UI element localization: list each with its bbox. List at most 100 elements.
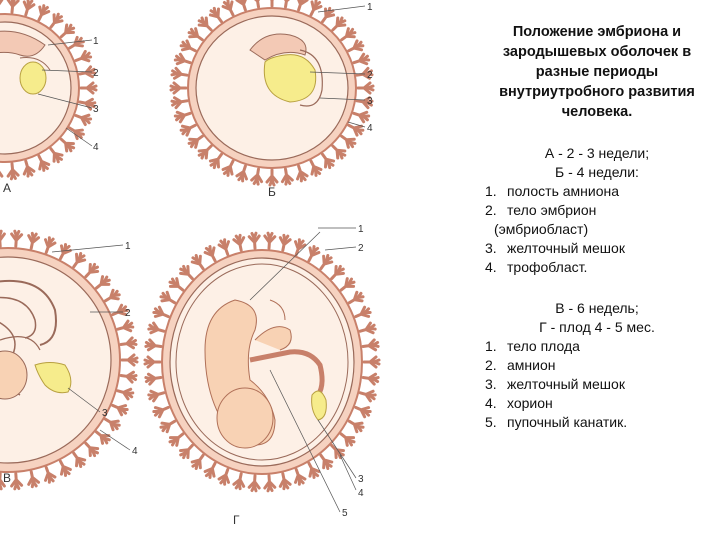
panel-v: 1 2 3 4 В [0,231,138,489]
chorionic-villus [116,320,133,334]
item-number: 2. [482,356,507,375]
chorionic-villus [352,53,369,67]
chorionic-villus [148,322,165,336]
chorionic-villus [172,68,188,80]
chorionic-villus [278,235,291,252]
chorionic-villus [122,355,137,365]
label-a-3: 3 [93,104,99,115]
chorionic-villus [264,475,275,491]
label-g-1: 1 [358,224,364,235]
chorionic-villus [364,357,379,367]
list-item: 4.хорион [482,394,712,413]
chorionic-villus [26,471,39,488]
chorionic-villus [21,160,35,177]
label-g-5: 5 [342,508,348,519]
section1-line-1: А - 2 - 3 недели; [482,144,712,163]
chorionic-villus [249,233,260,249]
chorionic-villus [233,473,246,490]
chorionic-villus [294,164,308,181]
label-g-3: 3 [358,474,364,485]
item-text: тело плода [507,337,580,356]
item-number: 3. [482,239,507,258]
item-number: 1. [482,337,507,356]
chorionic-villus [81,83,96,93]
chorionic-villus [358,83,373,93]
chorionic-villus [180,40,198,56]
item-text: (эмбриобласт) [494,220,588,239]
label-a-2: 2 [93,68,99,79]
list-item: 5.пупочный канатик. [482,413,712,432]
list-item: 4.трофобласт. [482,258,712,277]
chorionic-villus [347,417,365,433]
chorionic-villus [267,0,277,6]
chorionic-villus [34,4,50,22]
chorionic-villus [291,468,305,485]
item-number: 1. [482,182,507,201]
chorionic-villus [56,459,72,477]
panel-b: 1 2 3 4 Б [171,0,373,199]
list-item: (эмбриобласт) [482,220,712,239]
chorionic-villus [159,417,177,433]
chorionic-villus [359,322,376,336]
chorionic-villus [352,109,369,123]
item-number: 4. [482,258,507,277]
chorionic-villus [145,373,161,385]
chorionic-villus [180,121,198,137]
chorionic-villus [11,473,22,489]
chorionic-villus [304,461,320,479]
list-item: 2.амнион [482,356,712,375]
item-text: пупочный канатик. [507,413,627,432]
label-b-3: 3 [367,96,373,107]
page-title: Положение эмбриона и зародышевых оболоче… [482,22,712,122]
section1-line-2: Б - 4 недели: [482,163,712,182]
chorionic-villus [148,388,165,402]
chorionic-villus [251,0,263,8]
chorionic-villus [7,163,18,179]
item-text: тело эмбрион [507,201,596,220]
chorionic-villus [346,40,364,56]
chorionic-villus [103,289,121,305]
item-number: 3. [482,375,507,394]
chorionic-villus [249,475,260,491]
chorionic-villus [359,388,376,402]
chorionic-villus [21,0,35,16]
chorionic-villus [233,235,246,252]
chorionic-villus [218,239,232,256]
chorionic-villus [171,83,186,93]
section2-line-1: В - 6 недель; [482,299,712,318]
chorionic-villus [7,0,18,13]
label-b-4: 4 [367,123,373,134]
chorionic-villus [159,291,177,307]
chorionic-villus [67,124,85,140]
legend-section-1: А - 2 - 3 недели; Б - 4 недели: 1.полост… [482,144,712,277]
chorionic-villus [116,386,133,400]
chorionic-villus [218,468,232,485]
item-number: 5. [482,413,507,432]
chorionic-villus [307,0,323,17]
item-text: амнион [507,356,555,375]
item-number: 2. [482,201,507,220]
chorionic-villus [67,36,85,52]
panel-a: 1 2 3 4 А [0,0,99,195]
label-a-1: 1 [93,36,99,47]
chorionic-villus [354,403,372,418]
item-text: трофобласт. [507,258,587,277]
panel-letter-v: В [3,471,11,485]
item-text: желточный мешок [507,375,625,394]
chorionic-villus [264,233,275,249]
legend-section-2: В - 6 недель; Г - плод 4 - 5 мес. 1.тело… [482,299,712,432]
chorionic-villus [174,109,191,123]
chorionic-villus [362,373,378,385]
yolk-sac-a [20,62,46,94]
chorionic-villus [11,231,22,247]
chorionic-villus [222,0,238,17]
chorionic-villus [307,159,323,177]
chorionic-villus [0,163,3,179]
chorionic-villus [267,170,277,185]
label-v-1: 1 [125,241,131,252]
item-text: полость амниона [507,182,619,201]
chorionic-villus [251,168,263,184]
chorionic-villus [172,96,188,108]
chorionic-villus [294,0,308,12]
item-text: желточный мешок [507,239,625,258]
